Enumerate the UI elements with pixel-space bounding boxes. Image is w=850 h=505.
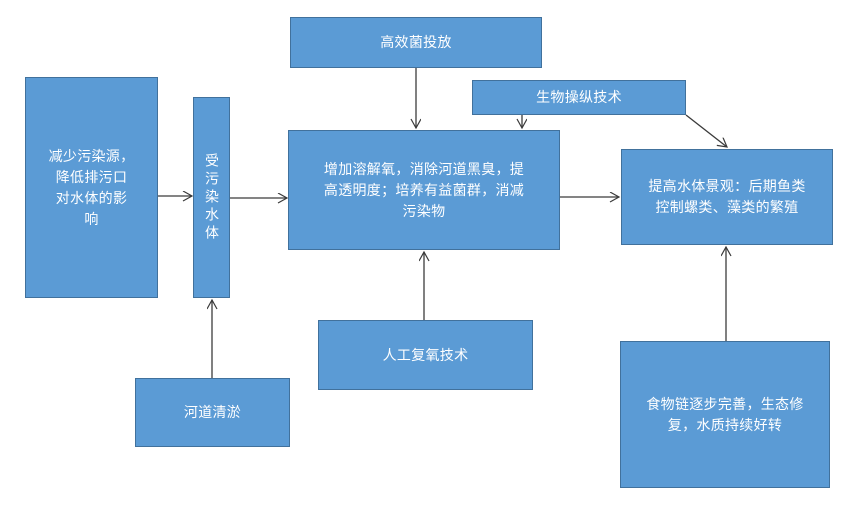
node-label-polluted-water-body: 受污染水体 [204, 152, 220, 243]
edge-biomanipulation-to-landscape [685, 114, 727, 147]
node-artificial-reoxygenation[interactable]: 人工复氧技术 [318, 320, 533, 390]
node-label-food-chain-improvement: 食物链逐步完善，生态修 复，水质持续好转 [646, 395, 804, 433]
node-river-dredging[interactable]: 河道清淤 [135, 378, 290, 447]
node-polluted-water-body[interactable]: 受污染水体 [193, 97, 230, 298]
node-increase-dissolved-oxygen[interactable]: 增加溶解氧，消除河道黑臭，提 高透明度；培养有益菌群，消减 污染物 [288, 130, 560, 250]
node-label-river-dredging: 河道清淤 [183, 404, 242, 420]
node-label-reduce-pollution-source: 减少污染源， 降低排污口 对水体的影 响 [48, 147, 135, 227]
node-reduce-pollution-source[interactable]: 减少污染源， 降低排污口 对水体的影 响 [25, 77, 158, 298]
node-label-biomanipulation-technology: 生物操纵技术 [536, 89, 622, 105]
node-improve-water-landscape[interactable]: 提高水体景观：后期鱼类 控制螺类、藻类的繁殖 [621, 149, 833, 245]
node-efficient-bacteria-dosing[interactable]: 高效菌投放 [290, 17, 542, 68]
node-label-artificial-reoxygenation: 人工复氧技术 [382, 346, 469, 363]
node-label-improve-water-landscape: 提高水体景观：后期鱼类 控制螺类、藻类的繁殖 [648, 178, 806, 215]
node-biomanipulation-technology[interactable]: 生物操纵技术 [472, 80, 686, 115]
node-food-chain-improvement[interactable]: 食物链逐步完善，生态修 复，水质持续好转 [620, 341, 830, 488]
node-label-increase-dissolved-oxygen: 增加溶解氧，消除河道黑臭，提 高透明度；培养有益菌群，消减 污染物 [323, 160, 525, 219]
node-label-efficient-bacteria-dosing: 高效菌投放 [380, 34, 452, 50]
